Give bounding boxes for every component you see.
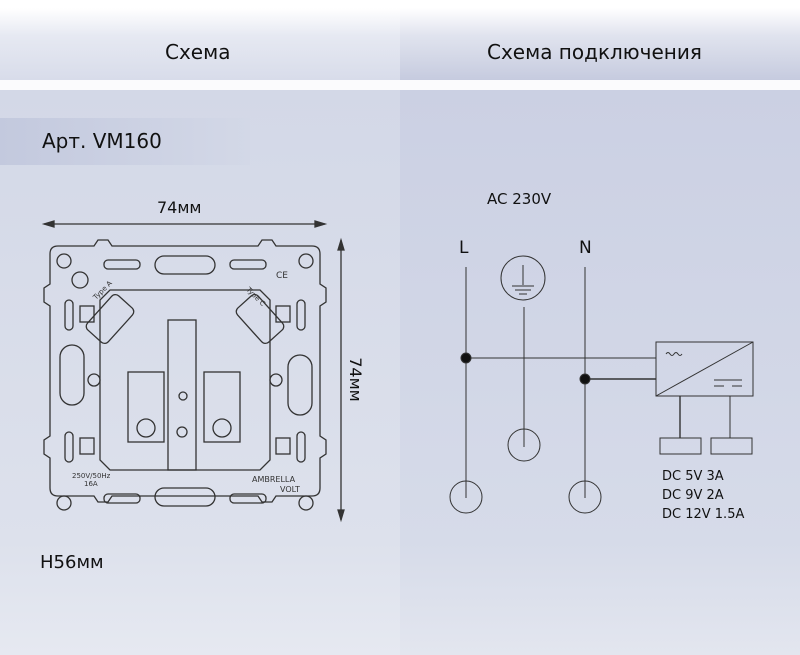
terminal-right: [203, 371, 241, 443]
marking-voltage: 250V/50Hz: [72, 472, 111, 480]
arrow-head: [337, 237, 345, 251]
socket-drawing: Type A Type C 250V/50Hz 16A AMBRELLA VOL…: [41, 220, 345, 523]
corner-hole: [298, 253, 314, 269]
arrow-head: [337, 509, 345, 523]
top-slot: [154, 255, 216, 275]
corner-hole: [56, 495, 72, 511]
junction-dot: [460, 352, 472, 364]
article-band: [0, 118, 250, 165]
left-panel: [0, 90, 400, 655]
usb-output-c: [710, 437, 753, 455]
side-slot: [287, 354, 313, 416]
ac-symbol: [665, 352, 683, 356]
output-spec: DC 12V 1.5A: [662, 507, 745, 522]
line-terminal: [449, 480, 483, 514]
marking-current: 16A: [84, 480, 98, 488]
output-spec: DC 9V 2A: [662, 488, 724, 503]
marking-brand-2: VOLT: [280, 485, 300, 494]
slot: [103, 493, 141, 504]
corner-hole: [56, 253, 72, 269]
arrow-head: [41, 220, 55, 228]
article-number: Арт. VM160: [42, 129, 162, 153]
side-slot: [59, 344, 85, 406]
marking-brand: AMBRELLA: [252, 475, 296, 484]
output-spec: DC 5V 3A: [662, 469, 724, 484]
neutral-terminal: [568, 480, 602, 514]
screw-icon: [136, 418, 156, 438]
header-scheme-title: Схема: [165, 40, 231, 64]
ground-icon: [512, 265, 534, 295]
usb-a-port: [85, 293, 135, 345]
screw-icon: [212, 418, 232, 438]
header-connection-title: Схема подключения: [487, 40, 702, 64]
neutral-label: N: [579, 238, 592, 258]
ground-terminal: [507, 428, 541, 462]
header-right-bg: [400, 0, 800, 80]
screw-icon: [87, 373, 101, 387]
ground-symbol-circle: [500, 255, 546, 301]
divider-strip: [0, 80, 800, 90]
slot: [229, 259, 267, 270]
ce-mark: CE: [276, 271, 288, 281]
ac-dc-converter: [655, 341, 754, 397]
corner-hole: [298, 495, 314, 511]
center-rib: [167, 319, 197, 471]
screw-icon: [269, 373, 283, 387]
junction-dot: [579, 373, 591, 385]
slot: [103, 259, 141, 270]
inner-body: [99, 289, 271, 471]
arrow-head: [314, 220, 328, 228]
right-panel: [400, 90, 800, 655]
terminal-left: [127, 371, 165, 443]
bottom-slot: [154, 487, 216, 507]
logo-icon: [71, 271, 89, 289]
line-label: L: [459, 238, 469, 258]
depth-dimension: H56мм: [40, 552, 104, 573]
usb-c-port: [235, 293, 285, 345]
frame-outline: [43, 239, 327, 503]
usb-output-a: [659, 437, 702, 455]
header-left-bg: [0, 0, 400, 80]
width-dimension: 74мм: [157, 198, 202, 217]
supply-label: AC 230V: [487, 190, 552, 208]
slot: [229, 493, 267, 504]
